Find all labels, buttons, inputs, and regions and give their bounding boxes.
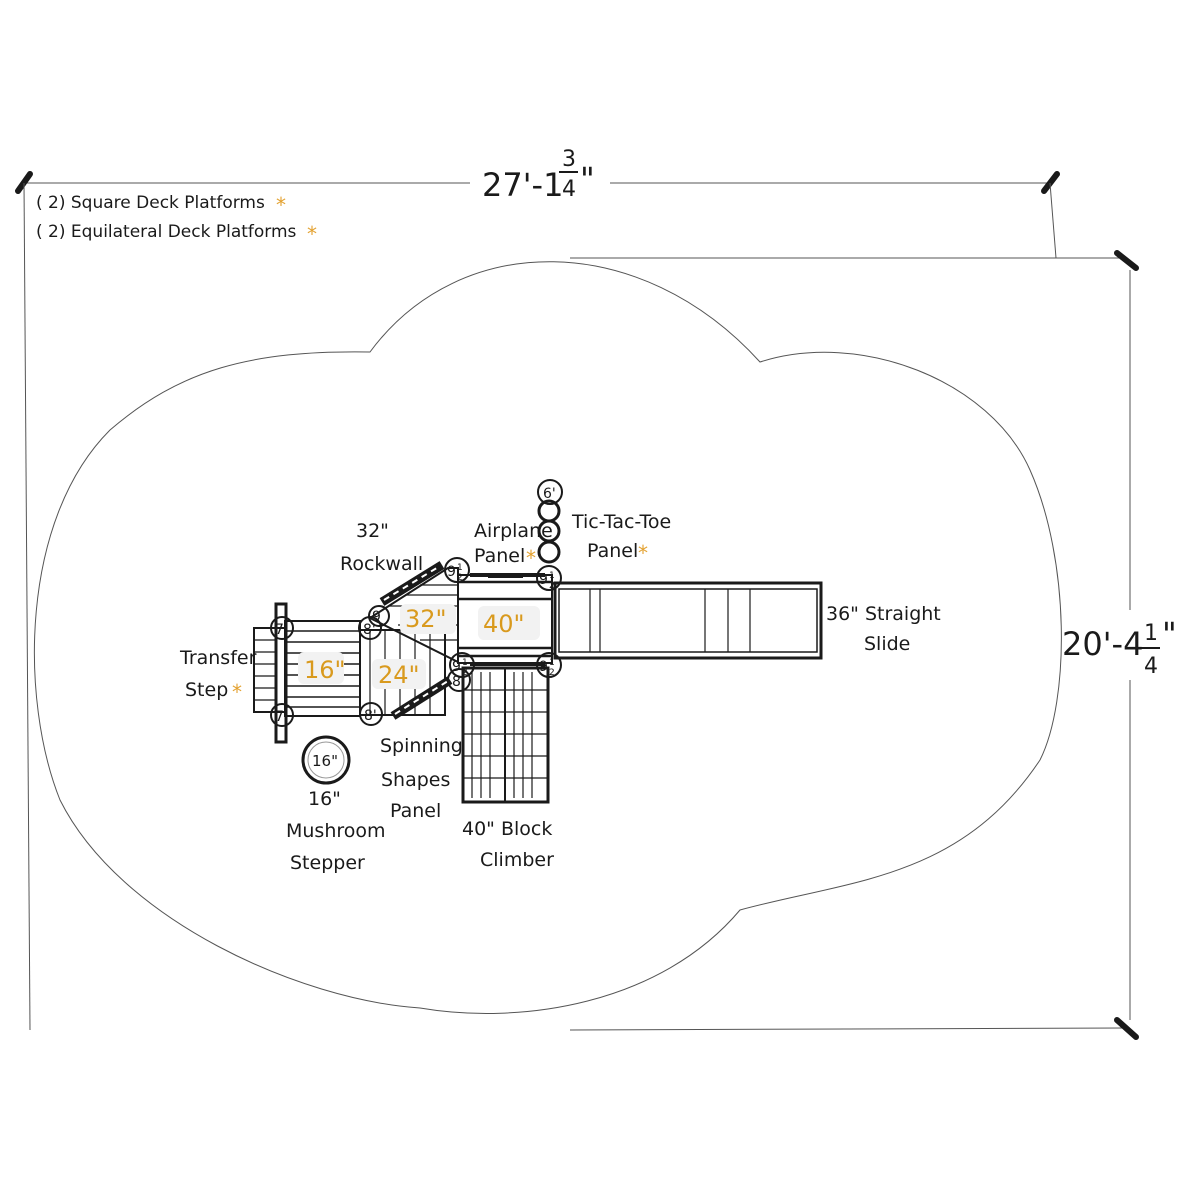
airplane-label-line2: Panel <box>474 545 525 567</box>
mushroom-label-line2: Mushroom <box>286 820 386 842</box>
use-zone-outline <box>33 261 1062 1014</box>
structure: 16" 24" <box>253 479 823 804</box>
airplane-star: * <box>526 546 536 570</box>
transfer-label-line2: Step <box>185 679 228 701</box>
height-unit: " <box>1162 615 1177 653</box>
post-9-half-d-den: 2 <box>549 668 555 678</box>
note-equilateral-decks: ( 2) Equilateral Deck Platforms <box>36 222 297 242</box>
post-9-half-b-whole: 9 <box>539 572 548 588</box>
rockwall-label-name: Rockwall <box>340 553 423 575</box>
straight-slide <box>553 581 823 660</box>
deck-40-size: 40" <box>483 610 525 638</box>
spinning-label-line1: Spinning <box>380 735 463 757</box>
posts: 7' 7' 8' 8' 9 8' 9 1 2 9 1 2 9 1 2 9 <box>270 479 563 727</box>
post-7-bottom: 7' <box>275 709 288 725</box>
spinning-label-line2: Shapes <box>381 769 450 791</box>
post-9-half-a-den: 2 <box>457 573 463 583</box>
post-9-half-d-whole: 9 <box>539 659 548 675</box>
width-dimension: 27'-1 3 4 " <box>15 147 1060 1031</box>
post-9-half-c-den: 2 <box>462 668 468 678</box>
width-frac-num: 3 <box>562 147 576 172</box>
deck-32: 32" <box>367 567 459 664</box>
tic-tac-toe-panel <box>537 499 561 564</box>
post-9-half-b-den: 2 <box>549 581 555 591</box>
tictactoe-star: * <box>638 541 648 565</box>
airplane-panel <box>470 573 545 578</box>
transfer-star: * <box>232 680 242 704</box>
block-climber <box>461 666 550 804</box>
post-9-half-c-whole: 9 <box>452 659 461 675</box>
post-9-half-b-num: 1 <box>549 571 555 581</box>
notes: ( 2) Square Deck Platforms * ( 2) Equila… <box>36 193 317 246</box>
slide-label-line2: Slide <box>864 633 910 655</box>
labels: 32" Rockwall Airplane Panel * Tic-Tac-To… <box>179 511 941 874</box>
width-whole: 27'-1 <box>482 166 563 204</box>
deck-40: 40" <box>457 574 553 664</box>
post-8-upper: 8' <box>363 622 376 638</box>
rockwall <box>379 561 445 606</box>
height-dimension: 20'-4 1 4 " <box>569 250 1177 1040</box>
post-9-half-a-num: 1 <box>457 563 463 573</box>
deck-32-size: 32" <box>405 605 447 633</box>
mushroom-size: 16" <box>312 752 338 770</box>
post-9-half-a-whole: 9 <box>447 564 456 580</box>
post-9-half-d-num: 1 <box>549 658 555 668</box>
transfer-label-line1: Transfer <box>179 647 257 669</box>
note-square-decks-star: * <box>276 193 286 217</box>
height-whole: 20'-4 <box>1062 625 1143 663</box>
airplane-label-line1: Airplane <box>474 520 553 542</box>
post-6: 6' <box>543 486 556 502</box>
deck-24-size: 24" <box>378 661 420 689</box>
width-frac-den: 4 <box>562 177 576 202</box>
spinning-label-line3: Panel <box>390 800 441 822</box>
height-frac-num: 1 <box>1144 621 1158 646</box>
height-frac-den: 4 <box>1144 654 1158 679</box>
mushroom-label-line3: Stepper <box>290 852 365 874</box>
post-8-lower: 8' <box>364 708 377 724</box>
note-square-decks: ( 2) Square Deck Platforms <box>36 193 265 213</box>
note-equilateral-decks-star: * <box>307 222 317 246</box>
deck-16-size: 16" <box>304 656 346 684</box>
mushroom-stepper: 16" <box>301 735 351 785</box>
width-unit: " <box>580 160 595 198</box>
tictactoe-label-line1: Tic-Tac-Toe <box>571 511 671 533</box>
post-8-spinning: 8' <box>452 674 465 690</box>
post-7-top: 7' <box>275 622 288 638</box>
block-label-line1: 40" Block <box>462 818 552 840</box>
mushroom-label-line1: 16" <box>308 788 341 810</box>
slide-label-line1: 36" Straight <box>826 603 941 625</box>
deck-16: 16" <box>284 620 361 717</box>
post-9-half-c-num: 1 <box>462 658 468 668</box>
post-9-rockwall: 9 <box>372 609 381 625</box>
spinning-shapes-panel <box>390 676 453 720</box>
rockwall-label-size: 32" <box>356 520 389 542</box>
tictactoe-label-line2: Panel <box>587 540 638 562</box>
transfer-step <box>253 602 288 744</box>
block-label-line2: Climber <box>480 849 554 871</box>
